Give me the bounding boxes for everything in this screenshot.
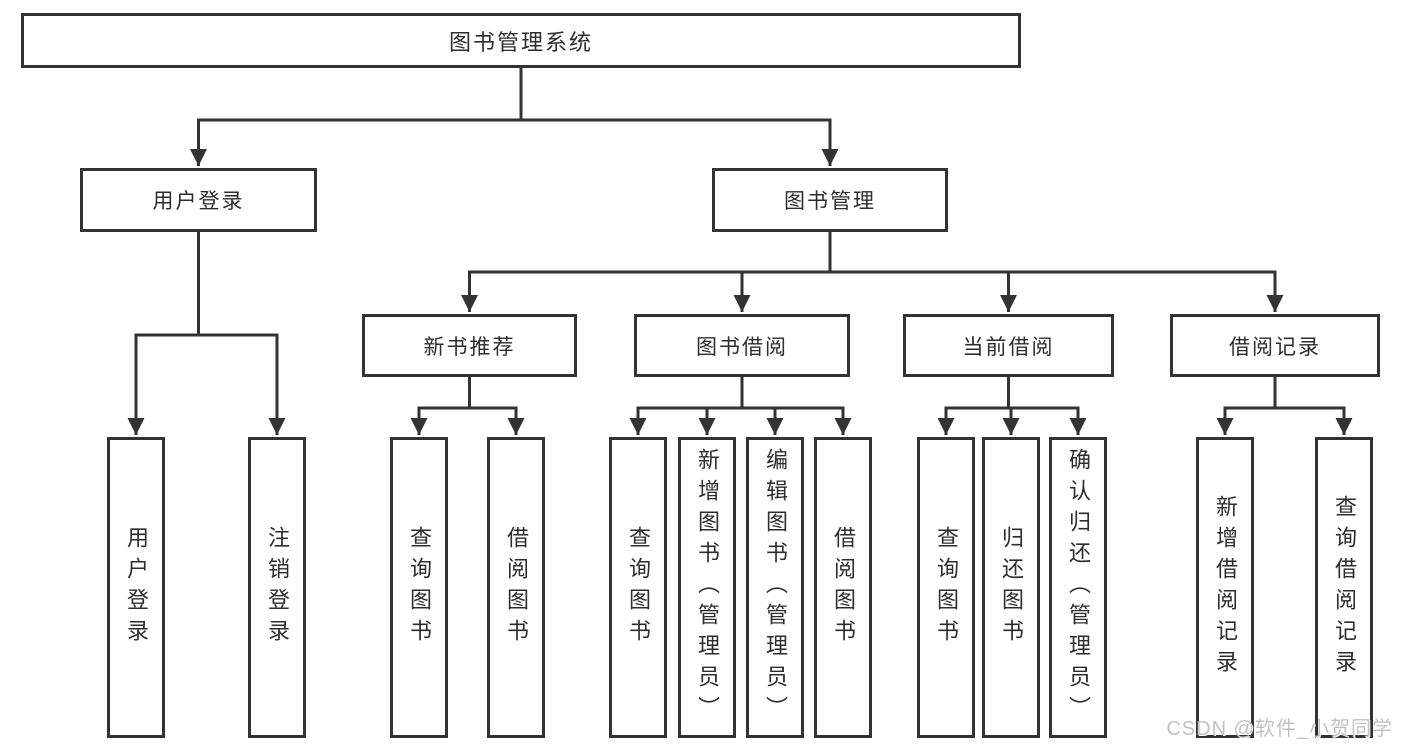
leaf-return-books: 归还图书 bbox=[982, 437, 1040, 738]
leaf-add-books-admin: 新增图书（管理员） bbox=[678, 437, 736, 738]
node-borrow-records: 借阅记录 bbox=[1170, 314, 1380, 377]
node-book-management: 图书管理 bbox=[712, 168, 948, 232]
leaf-logout: 注销登录 bbox=[248, 437, 306, 738]
leaf-query-books-current: 查询图书 bbox=[917, 437, 975, 738]
node-new-book-recommend: 新书推荐 bbox=[362, 314, 577, 377]
leaf-query-books-borrow: 查询图书 bbox=[609, 437, 667, 738]
node-current-borrow: 当前借阅 bbox=[903, 314, 1114, 377]
node-user-login: 用户登录 bbox=[80, 168, 317, 232]
leaf-query-borrow-record: 查询借阅记录 bbox=[1315, 437, 1373, 738]
node-book-borrow: 图书借阅 bbox=[634, 314, 850, 377]
leaf-query-books-recommend: 查询图书 bbox=[390, 437, 448, 738]
node-library-management-system: 图书管理系统 bbox=[21, 13, 1021, 68]
leaf-user-login: 用户登录 bbox=[107, 437, 165, 738]
csdn-watermark: CSDN @软件_小贺同学 bbox=[1166, 718, 1393, 740]
leaf-borrow-books: 借阅图书 bbox=[814, 437, 872, 738]
leaf-borrow-books-recommend: 借阅图书 bbox=[487, 437, 545, 738]
leaf-edit-books-admin: 编辑图书（管理员） bbox=[746, 437, 804, 738]
leaf-confirm-return-admin: 确认归还（管理员） bbox=[1049, 437, 1107, 738]
leaf-add-borrow-record: 新增借阅记录 bbox=[1196, 437, 1254, 738]
